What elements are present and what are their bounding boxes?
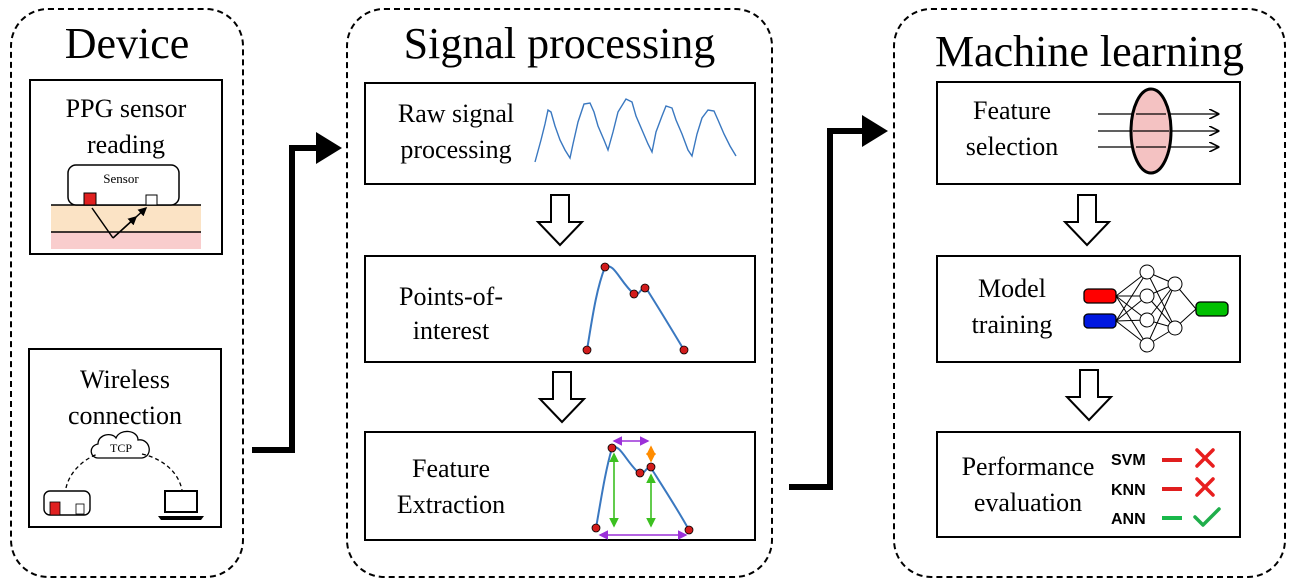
tcp-text: TCP bbox=[110, 441, 132, 455]
raw-signal-waveform bbox=[534, 98, 737, 163]
performance-evaluation-box: Performance evaluation bbox=[936, 431, 1241, 538]
poi-point-notch bbox=[629, 289, 639, 299]
model-name-svm: SVM bbox=[1111, 452, 1146, 469]
feature-extraction-box: Feature Extraction bbox=[364, 431, 756, 541]
wireless-illustration bbox=[43, 430, 204, 520]
ppg-label-line2: reading bbox=[87, 130, 165, 159]
wireless-label-line2: connection bbox=[67, 401, 183, 430]
poi-point-second-peak bbox=[640, 283, 650, 293]
flow-arrow-device-to-signal bbox=[252, 132, 342, 453]
poi-point-foot bbox=[582, 345, 592, 355]
poi-point-end bbox=[679, 345, 689, 355]
feature-selection-label-line1: Feature bbox=[973, 96, 1051, 125]
model-training-label-line1: Model bbox=[978, 274, 1046, 303]
check-icon-ann bbox=[1193, 507, 1221, 527]
raw-signal-label-line1: Raw signal bbox=[397, 99, 515, 128]
performance-label-line1: Performance bbox=[961, 452, 1095, 481]
device-title: Device bbox=[64, 19, 190, 68]
model-training-box: Model training bbox=[936, 255, 1241, 363]
poi-label-line2: interest bbox=[412, 316, 490, 345]
down-arrows bbox=[535, 194, 1114, 424]
laptop-icon bbox=[158, 490, 204, 520]
down-arrow-4 bbox=[1064, 369, 1114, 422]
cross-icon-knn bbox=[1195, 477, 1215, 497]
sensor-led-red bbox=[83, 192, 97, 206]
lens-icon bbox=[1098, 87, 1218, 175]
down-arrow-1 bbox=[535, 194, 585, 247]
model-name-knn: KNN bbox=[1111, 482, 1146, 499]
sensor-photodiode bbox=[145, 194, 158, 206]
feature-selection-label-line2: selection bbox=[965, 132, 1059, 161]
points-of-interest-box: Points-of- interest bbox=[364, 255, 756, 363]
ppg-sensor-illustration bbox=[51, 164, 201, 249]
machine-learning-title: Machine learning bbox=[934, 27, 1245, 76]
model-name-ann: ANN bbox=[1111, 511, 1146, 528]
down-arrow-3 bbox=[1062, 194, 1112, 247]
feature-extraction-plot bbox=[591, 436, 694, 540]
sensor-text: Sensor bbox=[103, 171, 139, 186]
wireless-label-line1: Wireless bbox=[80, 365, 170, 394]
feature-extraction-label-line2: Extraction bbox=[396, 490, 506, 519]
flow-arrow-signal-to-ml bbox=[789, 115, 888, 490]
cross-icon-svm bbox=[1195, 448, 1215, 468]
feature-extraction-label-line1: Feature bbox=[412, 454, 490, 483]
machine-learning-column: Machine learning bbox=[893, 8, 1286, 578]
raw-signal-label-line2: processing bbox=[400, 135, 512, 164]
poi-label-line1: Points-of- bbox=[399, 282, 503, 311]
performance-results: SVM KNN ANN bbox=[1111, 448, 1221, 528]
device-column: Device bbox=[10, 8, 244, 578]
feature-selection-box: Feature selection bbox=[936, 81, 1241, 185]
raw-signal-box: Raw signal processing bbox=[364, 82, 756, 185]
signal-processing-title: Signal processing bbox=[403, 19, 716, 68]
down-arrow-2 bbox=[537, 371, 587, 424]
poi-plot bbox=[582, 262, 689, 355]
neural-network-icon bbox=[1083, 264, 1229, 353]
cloud-icon bbox=[90, 430, 150, 459]
performance-label-line2: evaluation bbox=[973, 488, 1083, 517]
signal-processing-column: Signal processing bbox=[346, 8, 773, 578]
poi-point-peak bbox=[600, 262, 610, 272]
ppg-label-line1: PPG sensor bbox=[65, 94, 187, 123]
model-training-label-line2: training bbox=[971, 310, 1053, 339]
